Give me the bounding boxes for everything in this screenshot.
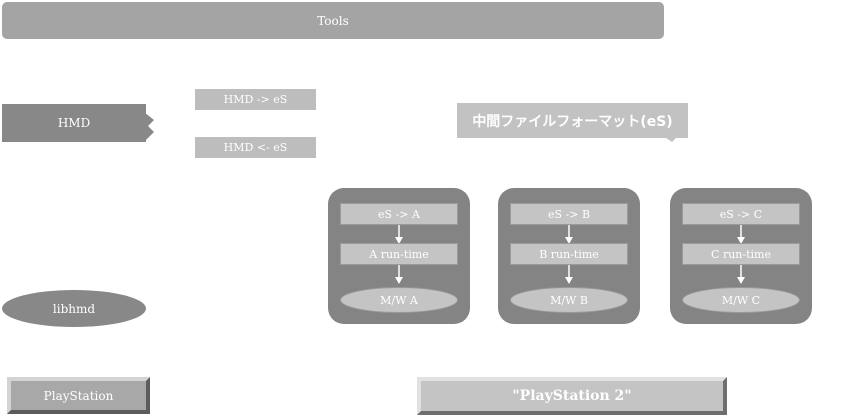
c-runtime-box: C run-time <box>682 243 800 265</box>
libhmd-label: libhmd <box>52 301 96 316</box>
group-a: eS -> A A run-time M/W A <box>328 188 470 324</box>
playstation2-box: "PlayStation 2" <box>417 377 727 415</box>
middleware-a-ellipse: M/W A <box>340 287 458 313</box>
a-runtime-box: A run-time <box>340 243 458 265</box>
es-to-a-box: eS -> A <box>340 203 458 225</box>
es-to-b-box: eS -> B <box>510 203 628 225</box>
es-to-c-label: eS -> C <box>719 207 763 221</box>
hmd-to-es-label: HMD -> eS <box>223 93 288 106</box>
group-c: eS -> C C run-time M/W C <box>670 188 812 324</box>
es-to-a-label: eS -> A <box>378 207 420 221</box>
intermediate-format-box: 中間ファイルフォーマット(eS) <box>457 103 688 138</box>
playstation-label: PlayStation <box>43 388 114 403</box>
playstation-box: PlayStation <box>7 377 150 414</box>
middleware-c-label: M/W C <box>721 293 761 307</box>
arrow-down-icon <box>395 265 403 284</box>
middleware-b-label: M/W B <box>550 293 588 307</box>
format-folded-corner <box>662 134 680 142</box>
libhmd-ellipse: libhmd <box>2 290 146 327</box>
tools-bar: Tools <box>2 2 664 39</box>
arrow-down-icon <box>737 265 745 284</box>
hmd-to-es-converter: HMD -> eS <box>195 89 316 110</box>
b-runtime-label: B run-time <box>539 247 599 261</box>
hmd-from-es-label: HMD <- eS <box>223 141 288 154</box>
arrow-down-icon <box>565 225 573 244</box>
es-to-c-box: eS -> C <box>682 203 800 225</box>
b-runtime-box: B run-time <box>510 243 628 265</box>
hmd-label: HMD <box>57 116 91 130</box>
arrow-down-icon <box>737 225 745 244</box>
a-runtime-label: A run-time <box>369 247 429 261</box>
es-to-b-label: eS -> B <box>547 207 591 221</box>
c-runtime-label: C run-time <box>711 247 771 261</box>
intermediate-format-label: 中間ファイルフォーマット(eS) <box>472 113 673 130</box>
middleware-b-ellipse: M/W B <box>510 287 628 313</box>
middleware-a-label: M/W A <box>380 293 418 307</box>
middleware-c-ellipse: M/W C <box>682 287 800 313</box>
group-b: eS -> B B run-time M/W B <box>498 188 640 324</box>
playstation2-label: "PlayStation 2" <box>512 388 632 404</box>
arrow-down-icon <box>395 225 403 244</box>
tools-label: Tools <box>317 13 349 28</box>
hmd-from-es-converter: HMD <- eS <box>195 137 316 158</box>
hmd-folded-corner <box>144 112 154 142</box>
arrow-down-icon <box>565 265 573 284</box>
hmd-box: HMD <box>2 104 146 142</box>
